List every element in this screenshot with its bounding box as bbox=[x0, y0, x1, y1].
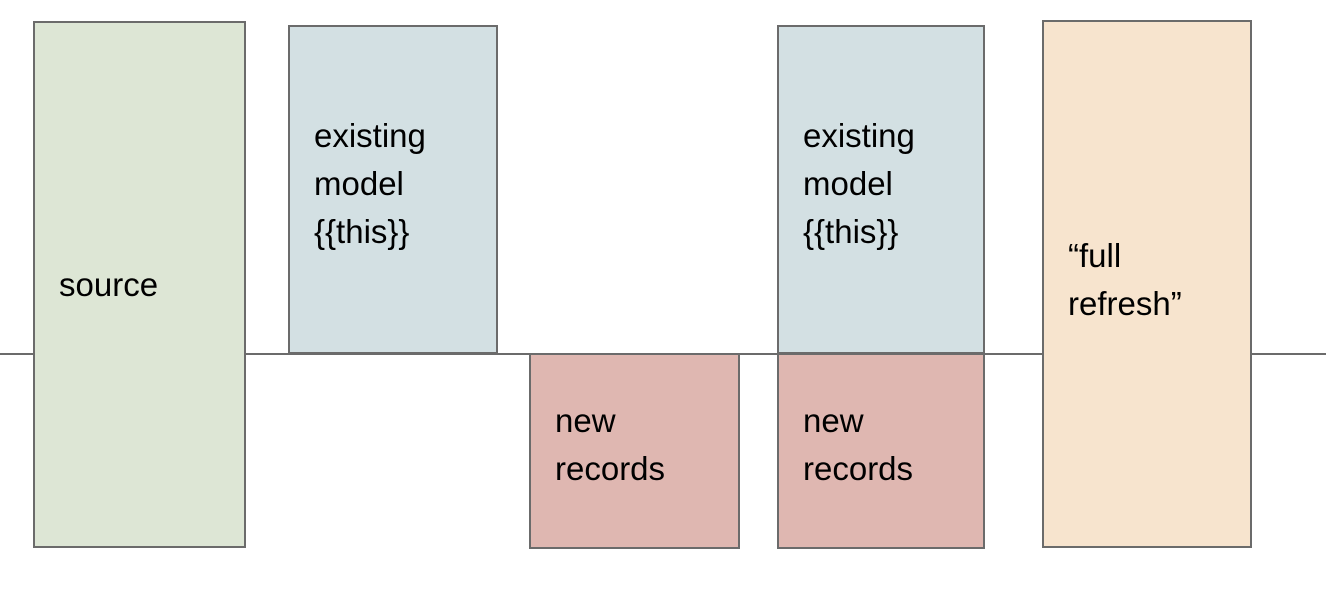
block-new-records-1-label: new records bbox=[555, 402, 666, 487]
block-source-label: source bbox=[59, 265, 159, 303]
block-existing-model-2[interactable]: existing model {{this}} bbox=[777, 25, 985, 354]
block-full-refresh[interactable]: “full refresh” bbox=[1042, 20, 1252, 548]
block-existing-model-2-label: existing model {{this}} bbox=[803, 117, 915, 250]
block-full-refresh-label: “full refresh” bbox=[1068, 237, 1182, 322]
block-existing-model-1[interactable]: existing model {{this}} bbox=[288, 25, 498, 354]
block-new-records-1[interactable]: new records bbox=[529, 353, 740, 549]
block-new-records-2-label: new records bbox=[803, 402, 914, 487]
block-source[interactable]: source bbox=[33, 21, 246, 548]
block-new-records-2[interactable]: new records bbox=[777, 353, 985, 549]
block-existing-model-1-label: existing model {{this}} bbox=[314, 117, 426, 250]
